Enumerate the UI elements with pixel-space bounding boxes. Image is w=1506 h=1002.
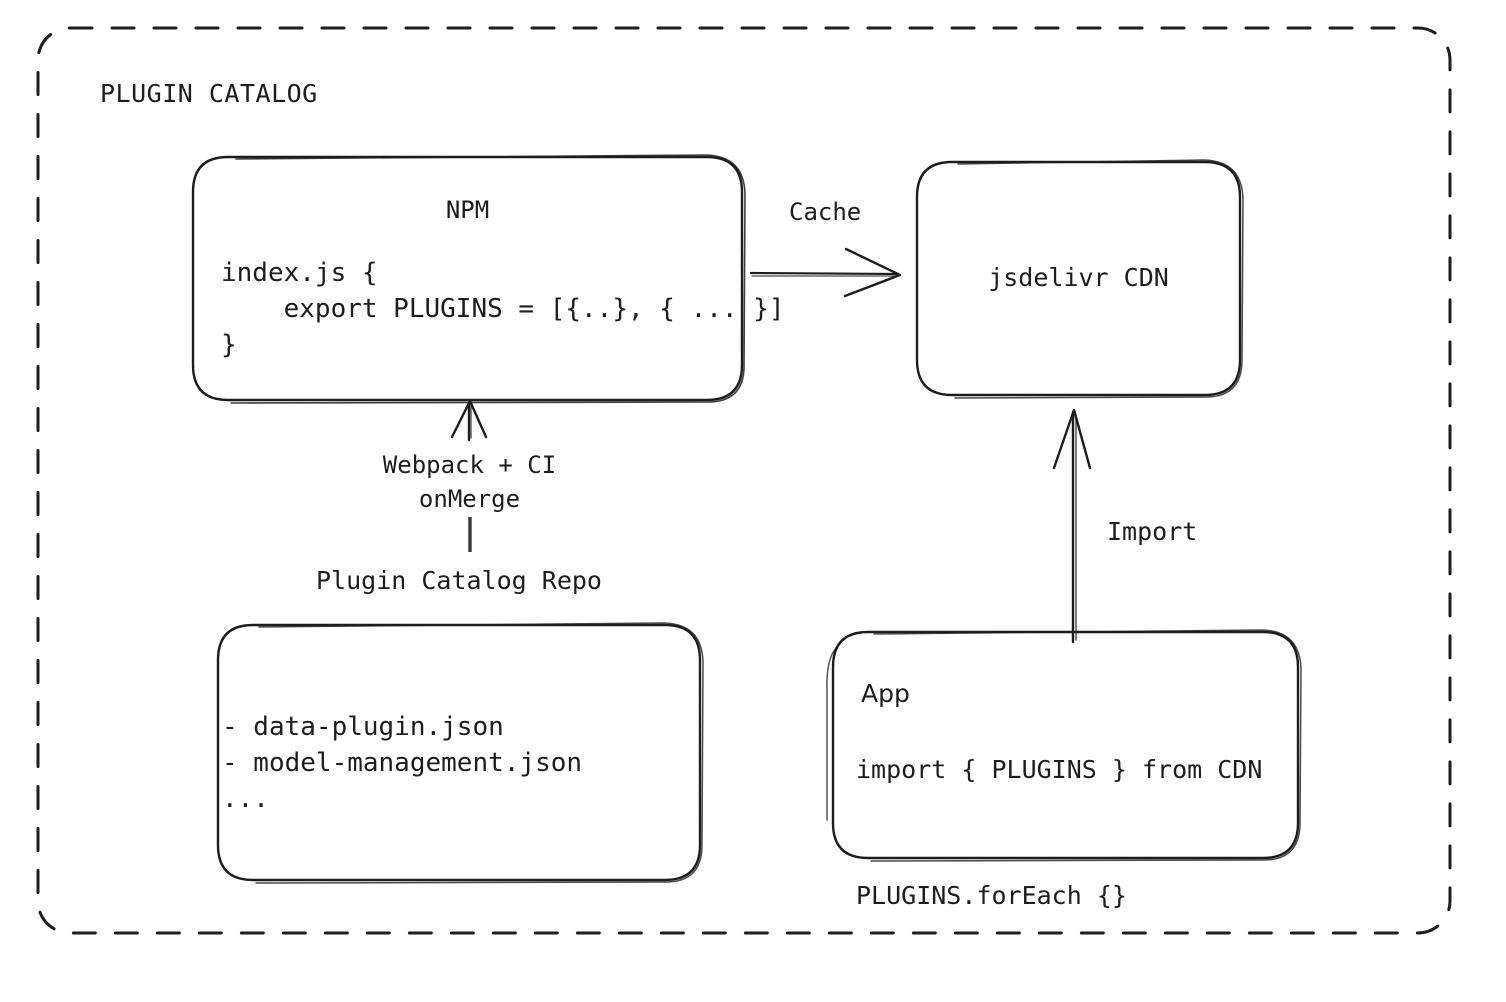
- npm-node-title: NPM: [445, 196, 490, 224]
- app-node-title: App: [861, 679, 910, 708]
- import-edge-label: Import: [1107, 517, 1198, 546]
- repo-node-title: Plugin Catalog Repo: [316, 566, 602, 595]
- page-title: PLUGIN CATALOG: [100, 79, 318, 108]
- app-node-code: import { PLUGINS } from CDN PLUGINS.forE…: [856, 755, 1263, 910]
- npm-node-code: index.js { export PLUGINS = [{..}, { ...…: [221, 258, 785, 360]
- cache-edge-label: Cache: [789, 198, 862, 226]
- build-edge-label: Webpack + CI onMerge: [382, 451, 557, 513]
- import-arrow: [1052, 408, 1092, 644]
- cdn-node-title: jsdelivr CDN: [988, 263, 1169, 292]
- repo-node-files: - data-plugin.json - model-management.js…: [222, 712, 583, 814]
